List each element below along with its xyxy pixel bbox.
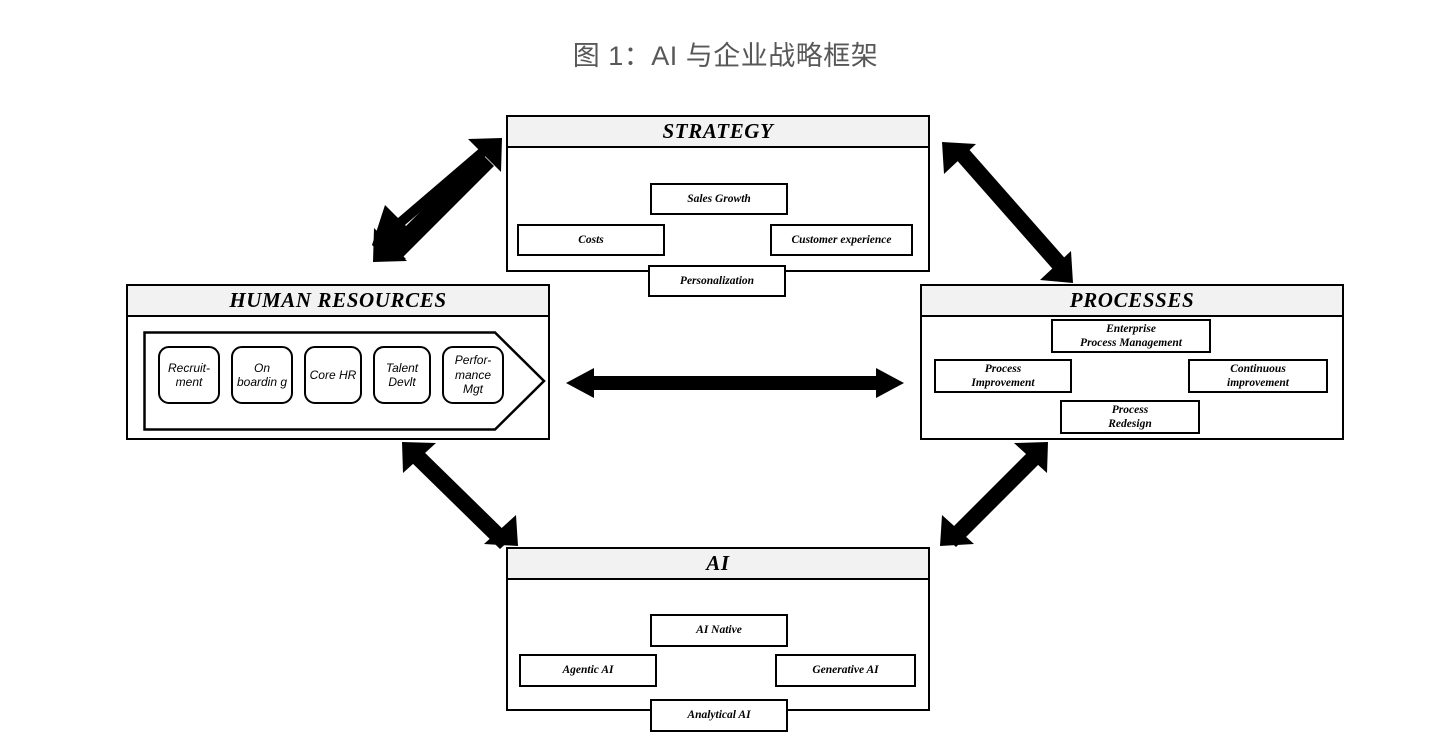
panel-ai-body: AI Native Agentic AI Generative AI Analy… (508, 580, 928, 732)
panel-processes-title: PROCESSES (1069, 288, 1195, 312)
processes-item-process-redesign[interactable]: Process Redesign (1060, 400, 1200, 434)
ai-item-analytical-ai[interactable]: Analytical AI (650, 699, 788, 732)
panel-processes-header: PROCESSES (922, 286, 1342, 317)
hr-item-talent-devlt[interactable]: Talent Devlt (373, 346, 431, 404)
panel-human-resources-header: HUMAN RESOURCES (128, 286, 548, 317)
ai-item-agentic-ai[interactable]: Agentic AI (519, 654, 657, 687)
panel-strategy-body: Sales Growth Costs Customer experience P… (508, 148, 928, 297)
panel-human-resources[interactable]: HUMAN RESOURCES Recruit- ment On boardin… (126, 284, 550, 440)
connector-strategy-human-resources (372, 138, 502, 262)
panel-strategy-header: STRATEGY (508, 117, 928, 148)
connector-processes-ai (940, 442, 1048, 547)
connector-human-resources-ai (402, 442, 518, 549)
panel-processes-body: Enterprise Process Management Process Im… (922, 317, 1342, 437)
ai-item-generative-ai[interactable]: Generative AI (775, 654, 916, 687)
panel-strategy-title: STRATEGY (662, 119, 774, 143)
panel-ai-header: AI (508, 549, 928, 580)
hr-item-recruitment[interactable]: Recruit- ment (158, 346, 220, 404)
connector-human-resources-processes (566, 368, 904, 398)
panel-human-resources-body: Recruit- ment On boardin g Core HR (128, 317, 548, 437)
processes-item-enterprise-process-management[interactable]: Enterprise Process Management (1051, 319, 1211, 353)
strategy-item-customer-experience[interactable]: Customer experience (770, 224, 913, 256)
connector-strategy-processes (942, 142, 1073, 283)
hr-item-onboarding[interactable]: On boardin g (231, 346, 293, 404)
hr-item-core-hr[interactable]: Core HR (304, 346, 362, 404)
page-title: 图 1：AI 与企业战略框架 (572, 41, 879, 71)
processes-item-continuous-improvement[interactable]: Continuous improvement (1188, 359, 1328, 393)
panel-processes[interactable]: PROCESSES Enterprise Process Management … (920, 284, 1344, 440)
processes-item-process-improvement[interactable]: Process Improvement (934, 359, 1072, 393)
panel-strategy[interactable]: STRATEGY Sales Growth Costs Customer exp… (506, 115, 930, 297)
panel-ai-title: AI (706, 551, 730, 575)
strategy-item-personalization[interactable]: Personalization (648, 265, 786, 297)
strategy-item-sales-growth[interactable]: Sales Growth (650, 183, 788, 215)
strategy-item-costs[interactable]: Costs (517, 224, 665, 256)
panel-ai[interactable]: AI AI Native Agentic AI Generative AI An… (506, 547, 930, 732)
panel-human-resources-title: HUMAN RESOURCES (229, 288, 447, 312)
ai-item-ai-native[interactable]: AI Native (650, 614, 788, 647)
hr-item-performance-mgt[interactable]: Perfor- mance Mgt (442, 346, 504, 404)
